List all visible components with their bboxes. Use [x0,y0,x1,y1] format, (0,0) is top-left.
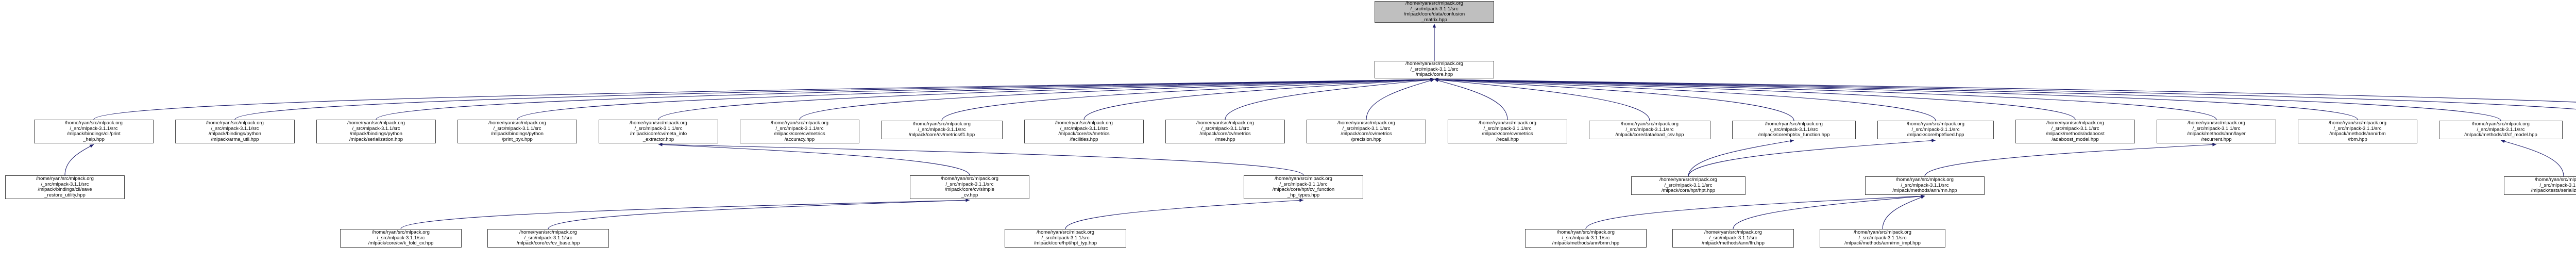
graph-edge [941,78,1435,121]
graph-node[interactable]: /home/ryan/src/mlpack.org /_src/mlpack-3… [1375,61,1494,78]
graph-node-label: /home/ryan/src/mlpack.org /_src/mlpack-3… [2187,120,2246,142]
graph-node[interactable]: /home/ryan/src/mlpack.org /_src/mlpack-3… [1307,120,1426,143]
graph-edge [1688,139,1794,177]
graph-edge [1688,139,1936,177]
graph-edge [1434,77,2576,110]
graph-node[interactable]: /home/ryan/src/mlpack.org /_src/mlpack-3… [1732,121,1856,139]
graph-node[interactable]: /home/ryan/src/mlpack.org /_src/mlpack-3… [1820,229,1945,248]
graph-node-label: /home/ryan/src/mlpack.org /_src/mlpack-3… [65,120,123,142]
graph-node[interactable]: /home/ryan/src/mlpack.org /_src/mlpack-3… [2439,121,2563,139]
graph-edge [2500,139,2564,177]
graph-edge [1366,79,1435,120]
graph-node-label: /home/ryan/src/mlpack.org /_src/mlpack-3… [2531,177,2576,194]
graph-edge [1083,78,1435,120]
graph-node-label: /home/ryan/src/mlpack.org /_src/mlpack-3… [1844,229,1921,247]
graph-node[interactable]: /home/ryan/src/mlpack.org /_src/mlpack-3… [175,120,295,143]
graph-node-label: /home/ryan/src/mlpack.org /_src/mlpack-3… [488,120,546,142]
graph-edge [1585,194,1925,229]
graph-node[interactable]: /home/ryan/src/mlpack.org /_src/mlpack-3… [1005,229,1126,248]
graph-edge [1924,143,2217,177]
graph-edge [1434,77,2358,120]
graph-node[interactable]: /home/ryan/src/mlpack.org /_src/mlpack-3… [1589,121,1710,139]
graph-node[interactable]: /home/ryan/src/mlpack.org /_src/mlpack-3… [1244,175,1363,199]
graph-node[interactable]: /home/ryan/src/mlpack.org /_src/mlpack-3… [1631,176,1745,195]
graph-node[interactable]: /home/ryan/src/mlpack.org /_src/mlpack-3… [340,229,462,248]
graph-edge [1434,77,2076,120]
graph-node[interactable]: /home/ryan/src/mlpack.org /_src/mlpack-3… [34,120,154,143]
graph-node[interactable]: /home/ryan/src/mlpack.org /_src/mlpack-3… [487,229,609,248]
graph-node-label: /home/ryan/src/mlpack.org /_src/mlpack-3… [1272,176,1335,198]
graph-node[interactable]: /home/ryan/src/mlpack.org /_src/mlpack-3… [2015,120,2135,143]
graph-node-label: /home/ryan/src/mlpack.org /_src/mlpack-3… [368,229,434,247]
graph-node-label: /home/ryan/src/mlpack.org /_src/mlpack-3… [1659,177,1717,194]
graph-node[interactable]: /home/ryan/src/mlpack.org /_src/mlpack-3… [1672,229,1794,248]
graph-edge [1434,78,1794,121]
graph-node-label: /home/ryan/src/mlpack.org /_src/mlpack-3… [516,229,580,247]
graph-node-label: /home/ryan/src/mlpack.org /_src/mlpack-3… [630,120,687,142]
graph-node[interactable]: /home/ryan/src/mlpack.org /_src/mlpack-3… [599,120,718,143]
graph-edge [1434,77,2501,121]
graph-node[interactable]: /home/ryan/src/mlpack.org /_src/mlpack-3… [5,175,125,199]
graph-edge [1065,199,1304,229]
graph-node[interactable]: /home/ryan/src/mlpack.org /_src/mlpack-3… [2504,176,2576,195]
graph-node-label: /home/ryan/src/mlpack.org /_src/mlpack-3… [2046,120,2105,142]
graph-node[interactable]: /home/ryan/src/mlpack.org /_src/mlpack-3… [740,120,859,143]
graph-edge [1225,78,1435,120]
graph-edge [517,77,1435,120]
graph-node-label: /home/ryan/src/mlpack.org /_src/mlpack-3… [1196,120,1254,142]
graph-node-label: /home/ryan/src/mlpack.org /_src/mlpack-3… [1615,121,1684,138]
graph-node-label: /home/ryan/src/mlpack.org /_src/mlpack-3… [1055,120,1113,142]
graph-node-label: /home/ryan/src/mlpack.org /_src/mlpack-3… [1405,61,1463,78]
graph-node[interactable]: /home/ryan/src/mlpack.org /_src/mlpack-3… [1448,120,1567,143]
graph-node-label: /home/ryan/src/mlpack.org /_src/mlpack-3… [1892,177,1957,194]
graph-node[interactable]: /home/ryan/src/mlpack.org /_src/mlpack-3… [316,120,436,143]
graph-edge [400,198,970,229]
graph-edge [64,144,94,176]
graph-edge [658,77,1435,120]
graph-node[interactable]: /home/ryan/src/mlpack.org /_src/mlpack-3… [2157,120,2276,143]
graph-node-label: /home/ryan/src/mlpack.org /_src/mlpack-3… [941,176,998,198]
graph-edge [1733,194,1925,229]
graph-node[interactable]: /home/ryan/src/mlpack.org /_src/mlpack-3… [457,120,577,143]
graph-edge [548,198,970,229]
graph-edge [376,77,1435,120]
graph-node-root[interactable]: /home/ryan/src/mlpack.org /_src/mlpack-3… [1375,1,1494,23]
graph-node[interactable]: /home/ryan/src/mlpack.org /_src/mlpack-3… [1525,229,1647,248]
graph-edge [1434,78,1936,121]
graph-node[interactable]: /home/ryan/src/mlpack.org /_src/mlpack-3… [2298,120,2417,143]
graph-node[interactable]: /home/ryan/src/mlpack.org /_src/mlpack-3… [1024,120,1144,143]
graph-node-label: /home/ryan/src/mlpack.org /_src/mlpack-3… [2329,120,2386,142]
graph-node-label: /home/ryan/src/mlpack.org /_src/mlpack-3… [1702,229,1765,247]
graph-node-label: /home/ryan/src/mlpack.org /_src/mlpack-3… [347,120,405,142]
graph-node-label: /home/ryan/src/mlpack.org /_src/mlpack-3… [771,120,828,142]
graph-edge [658,142,1304,176]
graph-edge [234,77,1435,120]
graph-edge [799,77,1435,120]
graph-node[interactable]: /home/ryan/src/mlpack.org /_src/mlpack-3… [1865,176,1985,195]
graph-node[interactable]: /home/ryan/src/mlpack.org /_src/mlpack-3… [881,121,1003,139]
graph-node-label: /home/ryan/src/mlpack.org /_src/mlpack-3… [206,120,264,142]
graph-edge [1434,77,2576,103]
graph-node-label: /home/ryan/src/mlpack.org /_src/mlpack-3… [2464,121,2537,138]
graph-node-label: /home/ryan/src/mlpack.org /_src/mlpack-3… [1907,121,1964,138]
graph-node-label: /home/ryan/src/mlpack.org /_src/mlpack-3… [1034,229,1097,247]
graph-node-label: /home/ryan/src/mlpack.org /_src/mlpack-3… [1758,121,1830,138]
graph-node-label: /home/ryan/src/mlpack.org /_src/mlpack-3… [36,176,94,198]
graph-edge [1882,195,1925,229]
graph-node-label: /home/ryan/src/mlpack.org /_src/mlpack-3… [1479,120,1536,142]
graph-node[interactable]: /home/ryan/src/mlpack.org /_src/mlpack-3… [1165,120,1285,143]
graph-edge [93,77,1435,120]
graph-node-label: /home/ryan/src/mlpack.org /_src/mlpack-3… [1552,229,1620,247]
graph-edge [1434,78,1508,120]
graph-node-label: /home/ryan/src/mlpack.org /_src/mlpack-3… [908,121,975,138]
graph-edge [1434,77,2217,120]
graph-node[interactable]: /home/ryan/src/mlpack.org /_src/mlpack-3… [910,175,1029,199]
graph-node-label: /home/ryan/src/mlpack.org /_src/mlpack-3… [1337,120,1395,142]
graph-edge [1434,78,1650,121]
graph-node[interactable]: /home/ryan/src/mlpack.org /_src/mlpack-3… [1877,121,1994,139]
graph-node-label: /home/ryan/src/mlpack.org /_src/mlpack-3… [1403,1,1465,23]
graph-edge [658,143,970,176]
